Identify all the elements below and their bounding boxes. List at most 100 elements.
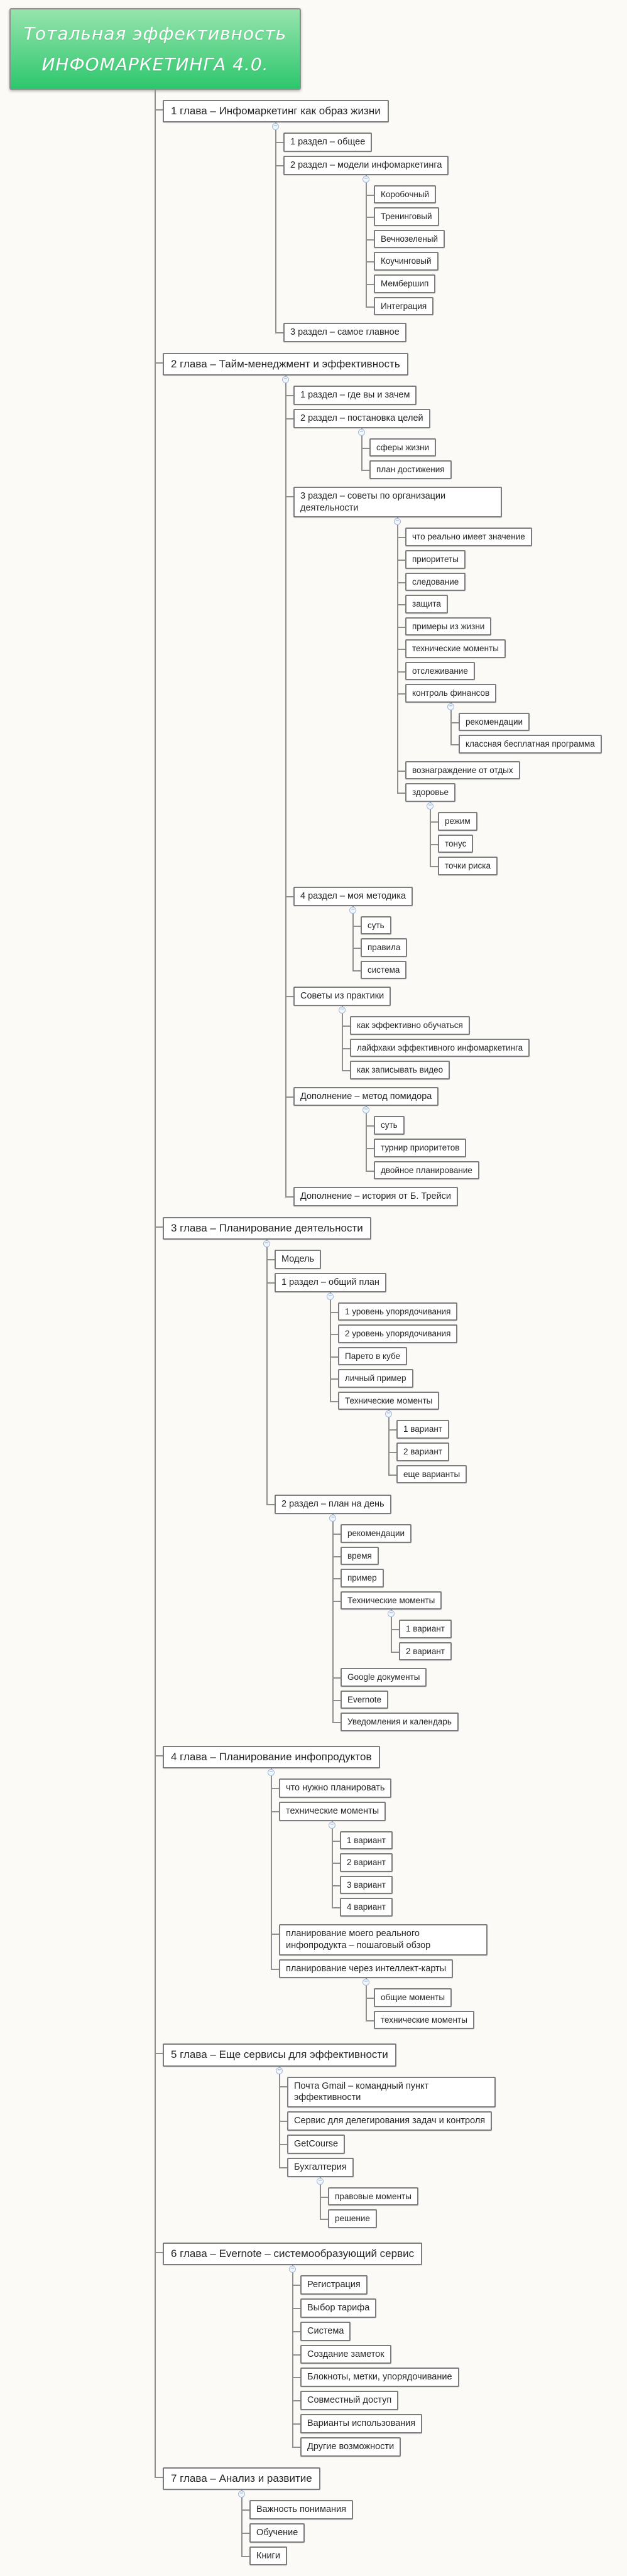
topic-node[interactable]: 1 вариант	[399, 1620, 452, 1638]
topic-node[interactable]: правовые моменты	[328, 2187, 418, 2206]
collapse-minus-icon[interactable]: −	[339, 1007, 346, 1014]
topic-node[interactable]: сферы жизни	[369, 438, 437, 457]
collapse-minus-icon[interactable]: −	[349, 906, 356, 914]
topic-node[interactable]: Мембершип	[374, 274, 436, 293]
topic-node[interactable]: 3 вариант	[340, 1875, 393, 1895]
topic-node[interactable]: суть	[361, 916, 391, 935]
topic-node[interactable]: что реально имеет значение	[405, 528, 532, 547]
topic-node[interactable]: турнир приоритетов	[374, 1139, 467, 1157]
collapse-minus-icon[interactable]: −	[282, 376, 289, 383]
collapse-minus-icon[interactable]: −	[327, 1292, 334, 1300]
topic-node[interactable]: Варианты использования	[300, 2414, 423, 2433]
topic-node[interactable]: 1 вариант	[340, 1831, 393, 1850]
collapse-minus-icon[interactable]: −	[363, 1979, 369, 1986]
topic-node[interactable]: как эффективно обучаться	[350, 1016, 470, 1035]
topic-node[interactable]: Обучение	[249, 2523, 305, 2543]
topic-node[interactable]: защита	[405, 595, 448, 614]
collapse-minus-icon[interactable]: −	[358, 428, 365, 436]
topic-node[interactable]: Система	[300, 2321, 351, 2341]
chapter-topic[interactable]: 3 глава – Планирование деятельности	[163, 1216, 371, 1240]
topic-node[interactable]: 1 уровень упорядочивания	[338, 1302, 458, 1321]
topic-node[interactable]: 4 раздел – моя методика	[293, 886, 413, 906]
topic-node[interactable]: 1 раздел – где вы и зачем	[293, 386, 417, 405]
topic-node[interactable]: как записывать видео	[350, 1061, 450, 1080]
topic-node[interactable]: классная бесплатная программа	[459, 735, 602, 754]
topic-node[interactable]: здоровье	[405, 783, 456, 803]
topic-node[interactable]: Другие возможности	[300, 2437, 401, 2457]
topic-node[interactable]: 1 раздел – общее	[283, 133, 373, 152]
topic-node[interactable]: 2 вариант	[340, 1853, 393, 1872]
topic-node[interactable]: 3 раздел – самое главное	[283, 323, 406, 342]
chapter-topic[interactable]: 6 глава – Evernote – системообразующий с…	[163, 2242, 423, 2265]
topic-node[interactable]: Вечнозеленый	[374, 229, 445, 249]
topic-node[interactable]: примеры из жизни	[405, 617, 492, 636]
chapter-topic[interactable]: 7 глава – Анализ и развитие	[163, 2467, 320, 2490]
topic-node[interactable]: вознаграждение от отдых	[405, 760, 520, 780]
topic-node[interactable]: правила	[361, 938, 408, 957]
topic-node[interactable]: Бухгалтерия	[287, 2157, 354, 2177]
topic-node[interactable]: планирование моего реального инфопродукт…	[279, 1924, 488, 1956]
collapse-minus-icon[interactable]: −	[263, 1240, 270, 1248]
topic-node[interactable]: Сервис для делегирования задач и контрол…	[287, 2111, 493, 2131]
collapse-minus-icon[interactable]: −	[289, 2265, 296, 2273]
topic-node[interactable]: технические моменты	[405, 639, 506, 658]
topic-node[interactable]: Коучинговый	[374, 252, 439, 271]
topic-node[interactable]: что нужно планировать	[279, 1778, 392, 1798]
collapse-minus-icon[interactable]: −	[427, 803, 433, 810]
collapse-minus-icon[interactable]: −	[238, 2490, 245, 2498]
topic-node[interactable]: приоритеты	[405, 550, 466, 569]
collapse-minus-icon[interactable]: −	[329, 1821, 335, 1829]
topic-node[interactable]: Модель	[275, 1250, 322, 1269]
topic-node[interactable]: Создание заметок	[300, 2344, 391, 2364]
collapse-minus-icon[interactable]: −	[317, 2177, 324, 2185]
topic-node[interactable]: пример	[341, 1569, 384, 1588]
topic-node[interactable]: Уведомления и календарь	[341, 1713, 459, 1731]
topic-node[interactable]: Советы из практики	[293, 987, 391, 1006]
collapse-minus-icon[interactable]: −	[363, 175, 369, 183]
chapter-topic[interactable]: 5 глава – Еще сервисы для эффективности	[163, 2043, 396, 2067]
topic-node[interactable]: 2 раздел – постановка целей	[293, 408, 430, 428]
topic-node[interactable]: Google документы	[341, 1668, 427, 1687]
collapse-minus-icon[interactable]: −	[447, 703, 454, 710]
topic-node[interactable]: Дополнение – история от Б. Трейси	[293, 1187, 459, 1206]
topic-node[interactable]: время	[341, 1546, 379, 1566]
topic-node[interactable]: Выбор тарифа	[300, 2298, 377, 2318]
topic-node[interactable]: Evernote	[341, 1690, 389, 1709]
collapse-minus-icon[interactable]: −	[385, 1410, 392, 1418]
chapter-topic[interactable]: 2 глава – Тайм-менеджмент и эффективност…	[163, 352, 408, 376]
topic-node[interactable]: 2 раздел – план на день	[275, 1495, 391, 1514]
collapse-minus-icon[interactable]: −	[329, 1514, 336, 1522]
chapter-topic[interactable]: 1 глава – Инфомаркетинг как образ жизни	[163, 100, 389, 123]
topic-node[interactable]: 2 уровень упорядочивания	[338, 1324, 458, 1343]
topic-node[interactable]: Коробочный	[374, 185, 437, 204]
topic-node[interactable]: Блокноты, метки, упорядочивание	[300, 2368, 459, 2388]
topic-node[interactable]: технические моменты	[374, 2010, 474, 2030]
collapse-minus-icon[interactable]: −	[394, 518, 401, 526]
topic-node[interactable]: 2 вариант	[396, 1442, 449, 1461]
topic-node[interactable]: план достижения	[369, 460, 452, 479]
topic-node[interactable]: 3 раздел – советы по организации деятель…	[293, 486, 502, 518]
topic-node[interactable]: Технические моменты	[341, 1591, 442, 1610]
topic-node[interactable]: Совместный доступ	[300, 2391, 399, 2411]
topic-node[interactable]: Дополнение – метод помидора	[293, 1086, 439, 1107]
collapse-minus-icon[interactable]: −	[363, 1107, 369, 1114]
topic-node[interactable]: тонус	[438, 834, 474, 853]
topic-node[interactable]: Парето в кубе	[338, 1346, 408, 1366]
topic-node[interactable]: Тренинговый	[374, 207, 439, 226]
topic-node[interactable]: 1 раздел – общий план	[275, 1272, 386, 1292]
topic-node[interactable]: личный пример	[338, 1369, 413, 1388]
topic-node[interactable]: Важность понимания	[249, 2499, 353, 2519]
root-topic[interactable]: Тотальная эффективность ИНФОМАРКЕТИНГА 4…	[9, 8, 301, 90]
collapse-minus-icon[interactable]: −	[388, 1610, 395, 1618]
topic-node[interactable]: Почта Gmail – командный пункт эффективно…	[287, 2076, 496, 2108]
topic-node[interactable]: режим	[438, 812, 477, 831]
topic-node[interactable]: рекомендации	[459, 712, 530, 732]
topic-node[interactable]: суть	[374, 1116, 405, 1135]
collapse-minus-icon[interactable]: −	[272, 123, 279, 131]
topic-node[interactable]: лайфхаки эффективного инфомаркетинга	[350, 1038, 530, 1058]
topic-node[interactable]: общие моменты	[374, 1988, 452, 2007]
collapse-minus-icon[interactable]: −	[276, 2067, 283, 2074]
topic-node[interactable]: планирование через интеллект-карты	[279, 1959, 454, 1979]
topic-node[interactable]: 4 вариант	[340, 1898, 393, 1917]
topic-node[interactable]: Технические моменты	[338, 1391, 440, 1410]
